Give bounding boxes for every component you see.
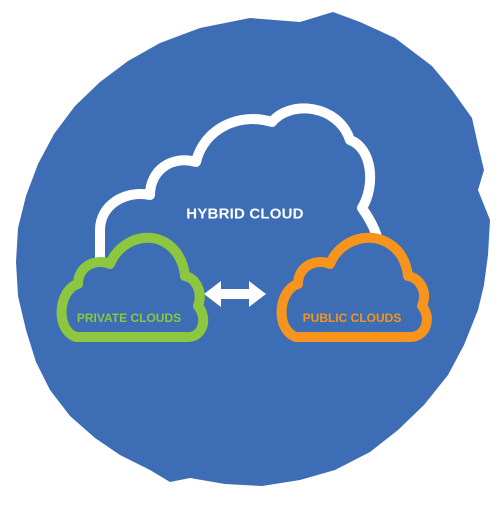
hybrid-cloud-label: HYBRID CLOUD bbox=[186, 205, 304, 223]
public-cloud-outline bbox=[276, 232, 432, 342]
hybrid-cloud-outline bbox=[95, 103, 385, 263]
double-arrow-icon bbox=[204, 281, 266, 307]
private-cloud-outline bbox=[56, 232, 209, 342]
blue-circle-background bbox=[16, 12, 490, 486]
private-clouds-label: PRIVATE CLOUDS bbox=[76, 311, 182, 325]
public-clouds-label: PUBLIC CLOUDS bbox=[302, 311, 402, 325]
